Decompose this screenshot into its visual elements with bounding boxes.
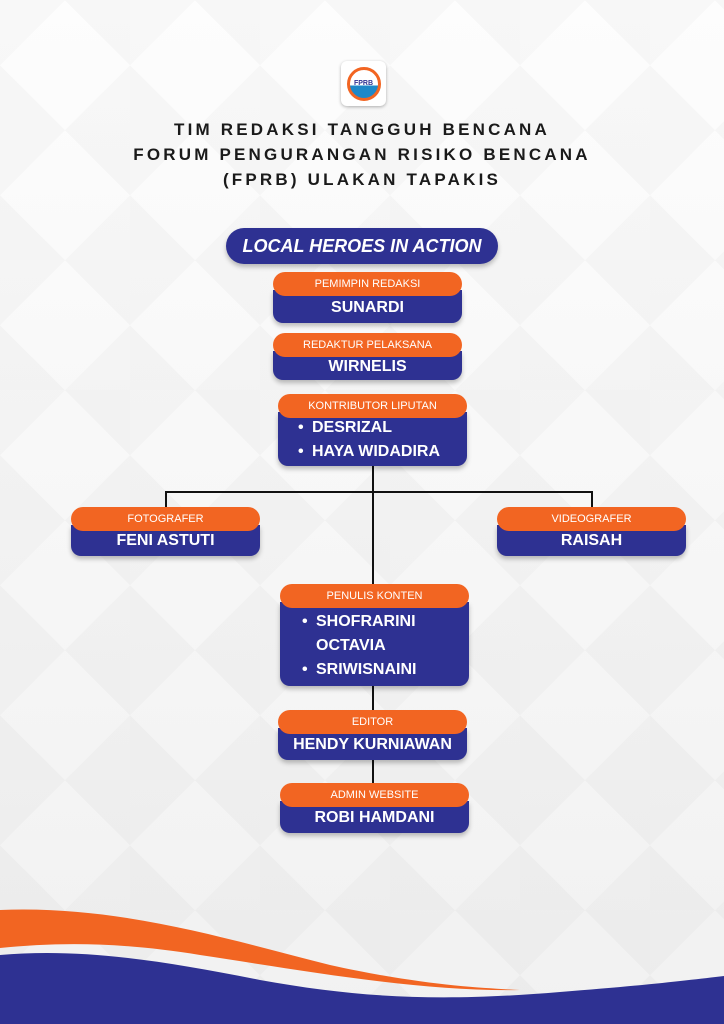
- logo-emblem: FPRB: [346, 66, 381, 101]
- card-penulis-konten: PENULIS KONTEN SHOFRARINI OCTAVIA SRIWIS…: [280, 584, 469, 686]
- connector-right: [591, 491, 593, 509]
- role-label: KONTRIBUTOR LIPUTAN: [278, 394, 467, 418]
- role-label: EDITOR: [278, 710, 467, 734]
- title-line-3: (FPRB) ULAKAN TAPAKIS: [222, 170, 502, 189]
- person-name: HENDY KURNIAWAN: [293, 736, 452, 753]
- role-label: REDAKTUR PELAKSANA: [273, 333, 462, 357]
- role-label: FOTOGRAFER: [71, 507, 260, 531]
- card-pemimpin-redaksi: PEMIMPIN REDAKSI SUNARDI: [273, 272, 462, 323]
- person-name: SHOFRARINI OCTAVIA: [302, 610, 449, 658]
- card-videografer: VIDEOGRAFER RAISAH: [497, 507, 686, 556]
- connector-left: [165, 491, 167, 509]
- person-name: FENI ASTUTI: [116, 532, 215, 549]
- card-fotografer: FOTOGRAFER FENI ASTUTI: [71, 507, 260, 556]
- person-name: ROBI HAMDANI: [314, 809, 435, 826]
- person-name: WIRNELIS: [328, 358, 407, 375]
- footer-wave: [0, 909, 724, 1024]
- person-name: SUNARDI: [331, 299, 404, 316]
- title-line-1: TIM REDAKSI TANGGUH BENCANA: [173, 120, 551, 139]
- title-line-2: FORUM PENGURANGAN RISIKO BENCANA: [133, 145, 591, 164]
- role-label: PEMIMPIN REDAKSI: [273, 272, 462, 296]
- connector-horizontal: [165, 491, 593, 493]
- card-editor: EDITOR HENDY KURNIAWAN: [278, 710, 467, 760]
- person-name: SRIWISNAINI: [302, 658, 449, 682]
- card-kontributor-liputan: KONTRIBUTOR LIPUTAN DESRIZAL HAYA WIDADI…: [278, 394, 467, 466]
- person-name: DESRIZAL: [298, 416, 467, 440]
- person-name: RAISAH: [560, 532, 623, 549]
- person-name: HAYA WIDADIRA: [298, 440, 467, 464]
- role-label: VIDEOGRAFER: [497, 507, 686, 531]
- card-admin-website: ADMIN WEBSITE ROBI HAMDANI: [280, 783, 469, 833]
- role-label: PENULIS KONTEN: [280, 584, 469, 608]
- tagline-pill: LOCAL HEROES IN ACTION: [226, 228, 498, 264]
- role-label: ADMIN WEBSITE: [280, 783, 469, 807]
- logo-text: FPRB: [353, 80, 374, 87]
- card-redaktur-pelaksana: REDAKTUR PELAKSANA WIRNELIS: [273, 333, 462, 380]
- fprb-logo: FPRB: [341, 61, 386, 106]
